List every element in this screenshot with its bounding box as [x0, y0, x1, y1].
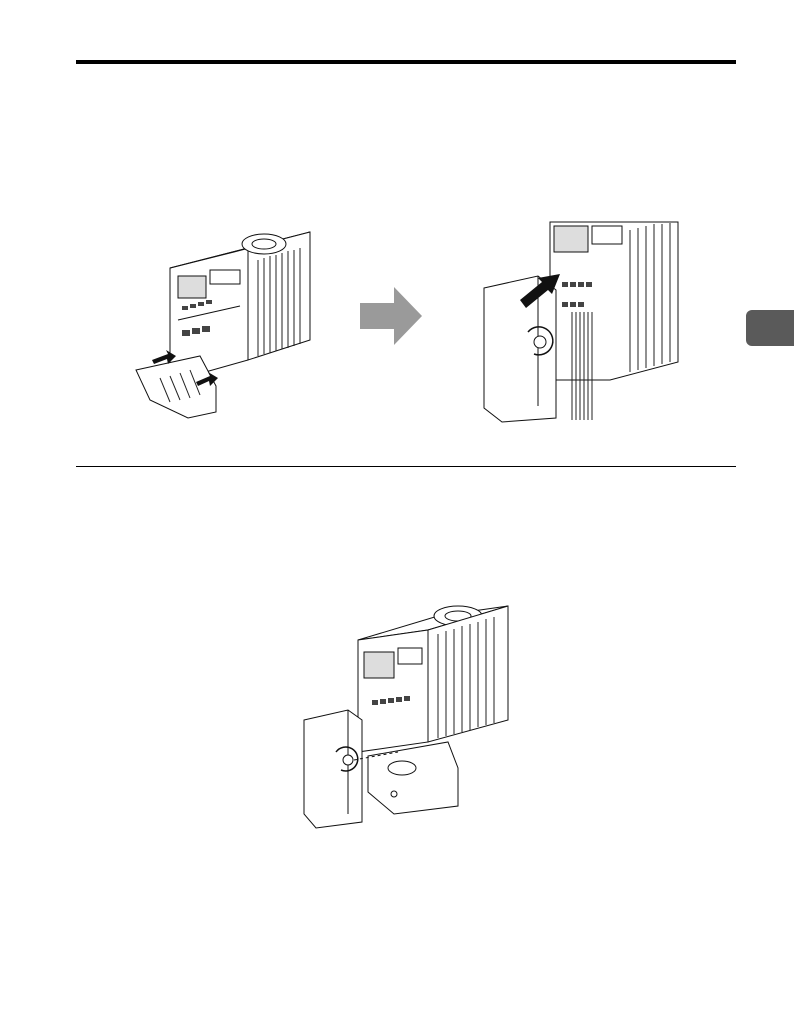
- header-rule: [76, 60, 736, 64]
- section-rule: [76, 466, 736, 467]
- transition-arrow-icon: [356, 285, 426, 347]
- figure-drive-bottom-cover: [130, 210, 330, 425]
- figure-front-cover-wires: [480, 212, 690, 424]
- figure-front-cover-conduit: [298, 592, 518, 830]
- chapter-tab: [746, 310, 794, 346]
